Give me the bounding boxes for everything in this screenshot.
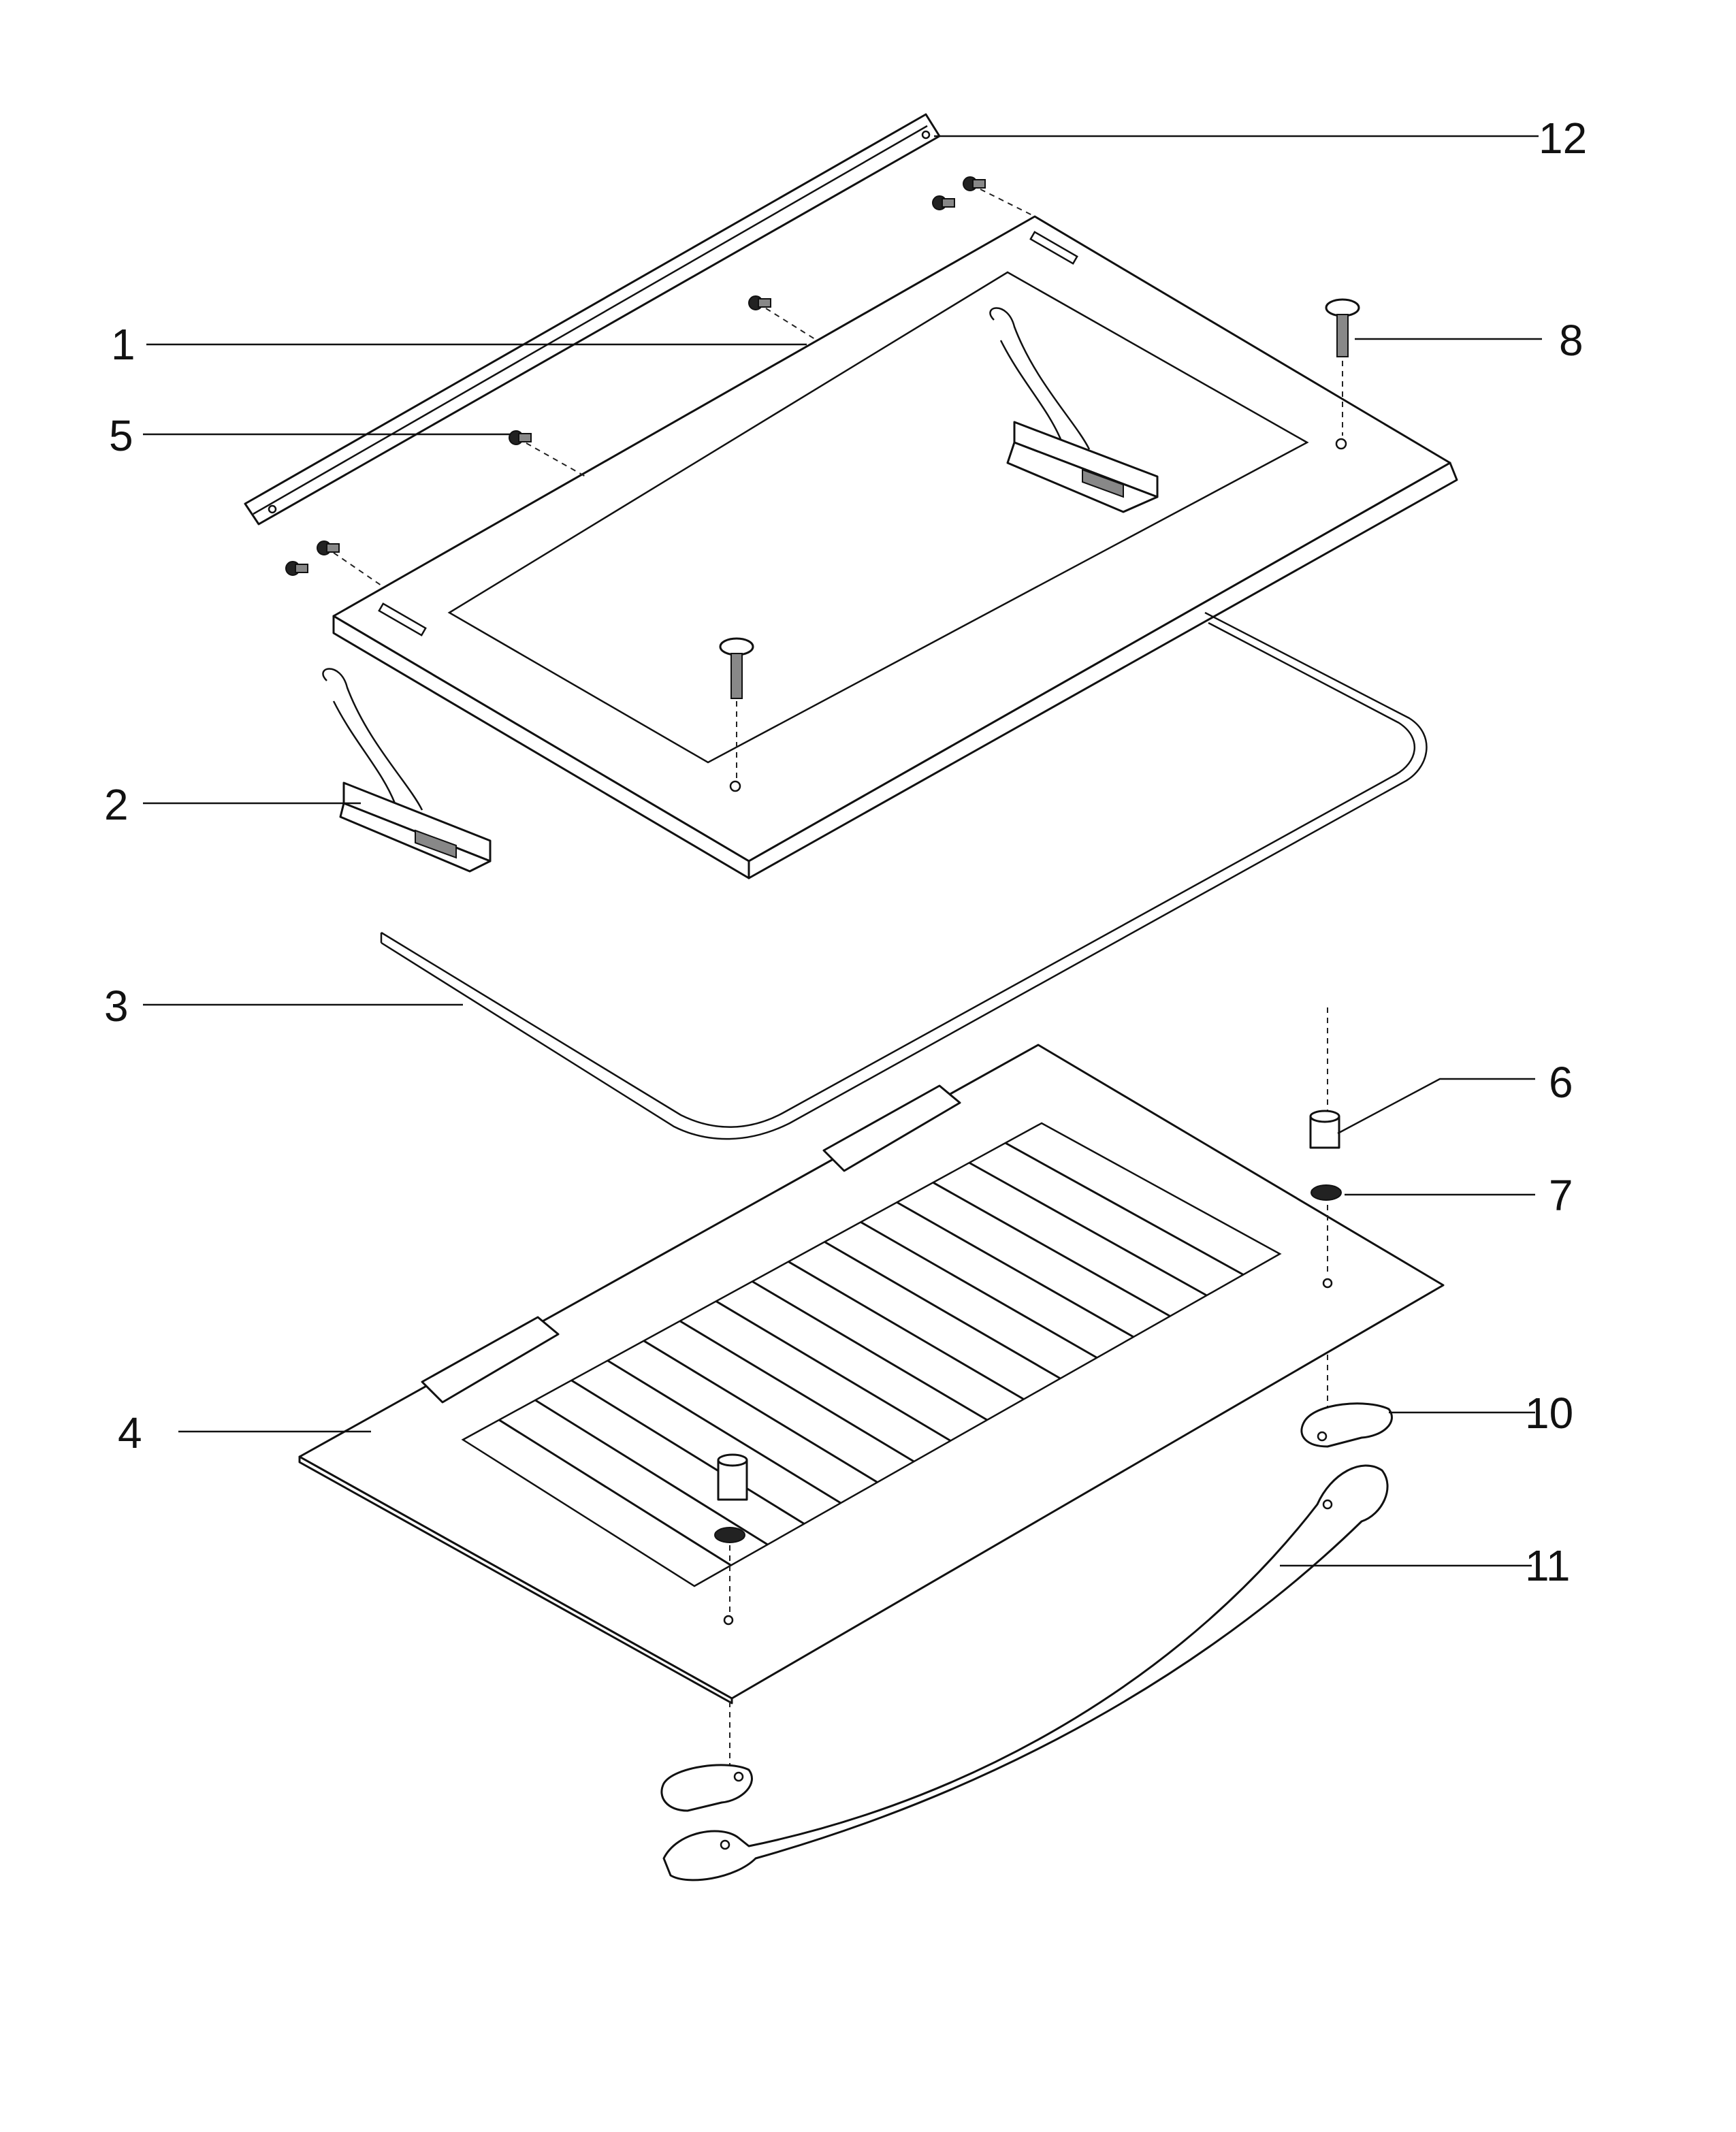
slat-line: [932, 1181, 1171, 1317]
part-3-gasket: [380, 611, 1428, 1140]
leader-lines: [143, 135, 1542, 1567]
part-1-frame: [332, 215, 1458, 879]
part-6-spacer-right: [1309, 1007, 1340, 1149]
slat-line: [498, 1419, 732, 1566]
part-11-handle: [662, 1464, 1389, 1881]
callout-1: 1: [111, 320, 135, 369]
slat-line: [860, 1221, 1097, 1359]
part-12-strip: [244, 113, 941, 526]
callout-4: 4: [118, 1408, 142, 1457]
slat-line: [716, 1300, 952, 1442]
callout-7: 7: [1549, 1171, 1573, 1220]
callout-12: 12: [1539, 114, 1587, 163]
part-10-foot-right: [1300, 1355, 1393, 1448]
callout-6: 6: [1549, 1058, 1573, 1107]
part-7-washer-right: [1311, 1184, 1342, 1276]
slat-line: [896, 1201, 1134, 1338]
slat-line: [643, 1340, 878, 1483]
part-10-foot-left: [660, 1764, 753, 1812]
base-plate-slats: [498, 1142, 1244, 1566]
part-8-screw-center: [719, 637, 754, 779]
callout-3: 3: [104, 982, 129, 1031]
part-4-base-plate: [298, 1044, 1445, 1705]
part-8-screw-right: [1325, 298, 1360, 436]
slat-line: [534, 1399, 769, 1546]
slat-line: [969, 1161, 1208, 1297]
part-5-screws: [285, 176, 1035, 586]
slat-line: [570, 1379, 805, 1525]
slat-line: [752, 1280, 988, 1421]
slat-line: [824, 1241, 1061, 1380]
callout-2: 2: [104, 780, 129, 829]
part-2-clip-lower: [322, 668, 492, 873]
callout-8: 8: [1559, 316, 1584, 365]
callout-labels: 12 1 8 5 2 3 6 7 4 10 11: [104, 114, 1587, 1590]
slat-line: [679, 1320, 915, 1463]
callout-10: 10: [1525, 1389, 1573, 1438]
callout-11: 11: [1525, 1541, 1570, 1590]
slat-line: [607, 1359, 841, 1504]
part-2-clip-upper: [989, 307, 1159, 513]
slat-line: [788, 1261, 1025, 1400]
slat-line: [1005, 1142, 1244, 1276]
callout-5: 5: [109, 411, 133, 460]
part-6-spacer-center: [714, 1453, 748, 1766]
